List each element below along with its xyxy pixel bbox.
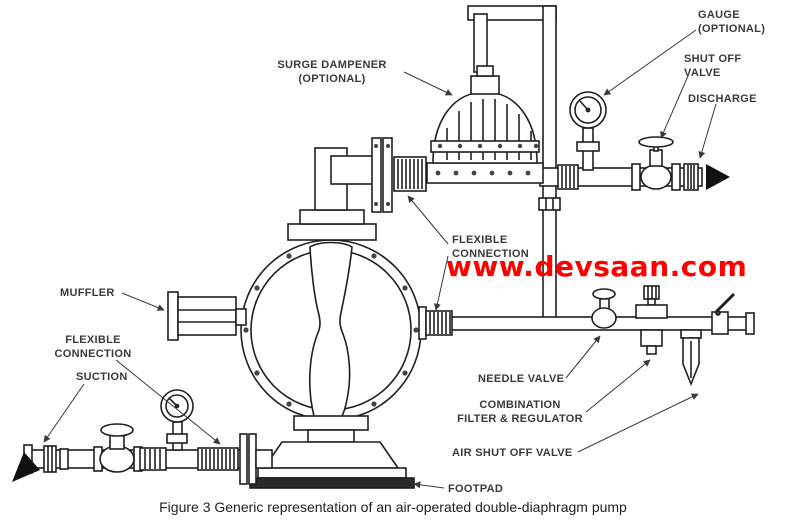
leader-muffler (121, 292, 165, 311)
air-flexible-connection-drawing (418, 306, 453, 340)
shut-off-valve-drawing (631, 136, 681, 191)
label-muffler: MUFFLER (60, 287, 115, 299)
leader-surge-dampener (403, 71, 453, 96)
gauge-drawing (569, 91, 607, 171)
air-shut-off-valve-drawing (711, 292, 736, 335)
suction-gauge-drawing (160, 389, 194, 451)
leader-combination-filter (585, 359, 651, 413)
leader-air-shut-off (577, 393, 699, 453)
discharge-couplings (557, 163, 699, 191)
leader-needle-valve (565, 335, 601, 379)
label-air-shut-off-valve: AIR SHUT OFF VALVE (452, 447, 573, 459)
air-supply-top-pipe (467, 5, 557, 327)
filter-regulator-drawing (635, 285, 668, 355)
flexible-connection-upper-drawing (393, 156, 427, 192)
suction-valve-drawing (93, 423, 143, 473)
leader-gauge (603, 29, 697, 96)
muffler-drawing (167, 291, 247, 341)
label-flexible-connection-upper: FLEXIBLE CONNECTION (452, 234, 529, 261)
label-combination-filter-regulator: COMBINATION FILTER & REGULATOR (457, 399, 583, 426)
figure-caption: Figure 3 Generic representation of an ai… (159, 499, 627, 515)
label-gauge: GAUGE (OPTIONAL) (698, 9, 766, 36)
leader-discharge (698, 103, 717, 159)
suction-coupling-ribbed (139, 447, 167, 471)
label-footpad: FOOTPAD (448, 483, 504, 495)
suction-arrow (12, 452, 40, 482)
surge-dampener-drawing (426, 65, 544, 184)
pump-bolts (243, 253, 419, 407)
leader-flexible-upper-b (433, 255, 449, 311)
discharge-arrow (706, 164, 730, 190)
leader-flexible-upper-a (407, 195, 449, 245)
label-surge-dampener: SURGE DAMPENER (OPTIONAL) (277, 59, 387, 86)
needle-valve-drawing (591, 288, 617, 329)
leader-lines (43, 29, 717, 489)
leader-suction (43, 383, 85, 443)
footpad-drawing (249, 415, 415, 489)
pump-top-manifold (287, 147, 377, 241)
pump-body (240, 239, 422, 421)
watermark-text: www.devsaan.com (446, 250, 748, 283)
label-suction: SUCTION (76, 371, 128, 383)
leader-flexible-lower (115, 359, 221, 445)
filter-bowl-drawing (680, 329, 702, 387)
label-discharge: DISCHARGE (688, 93, 757, 105)
lower-flange-pair (239, 433, 273, 485)
label-flexible-connection-lower: FLEXIBLE CONNECTION (54, 334, 132, 361)
leader-footpad (413, 481, 445, 489)
label-needle-valve: NEEDLE VALVE (478, 373, 565, 385)
upper-flange-pair (371, 137, 393, 213)
flexible-connection-lower-drawing (197, 447, 239, 471)
leader-shut-off-valve (660, 75, 689, 139)
label-shut-off-valve: SHUT OFF VALVE (684, 53, 742, 80)
